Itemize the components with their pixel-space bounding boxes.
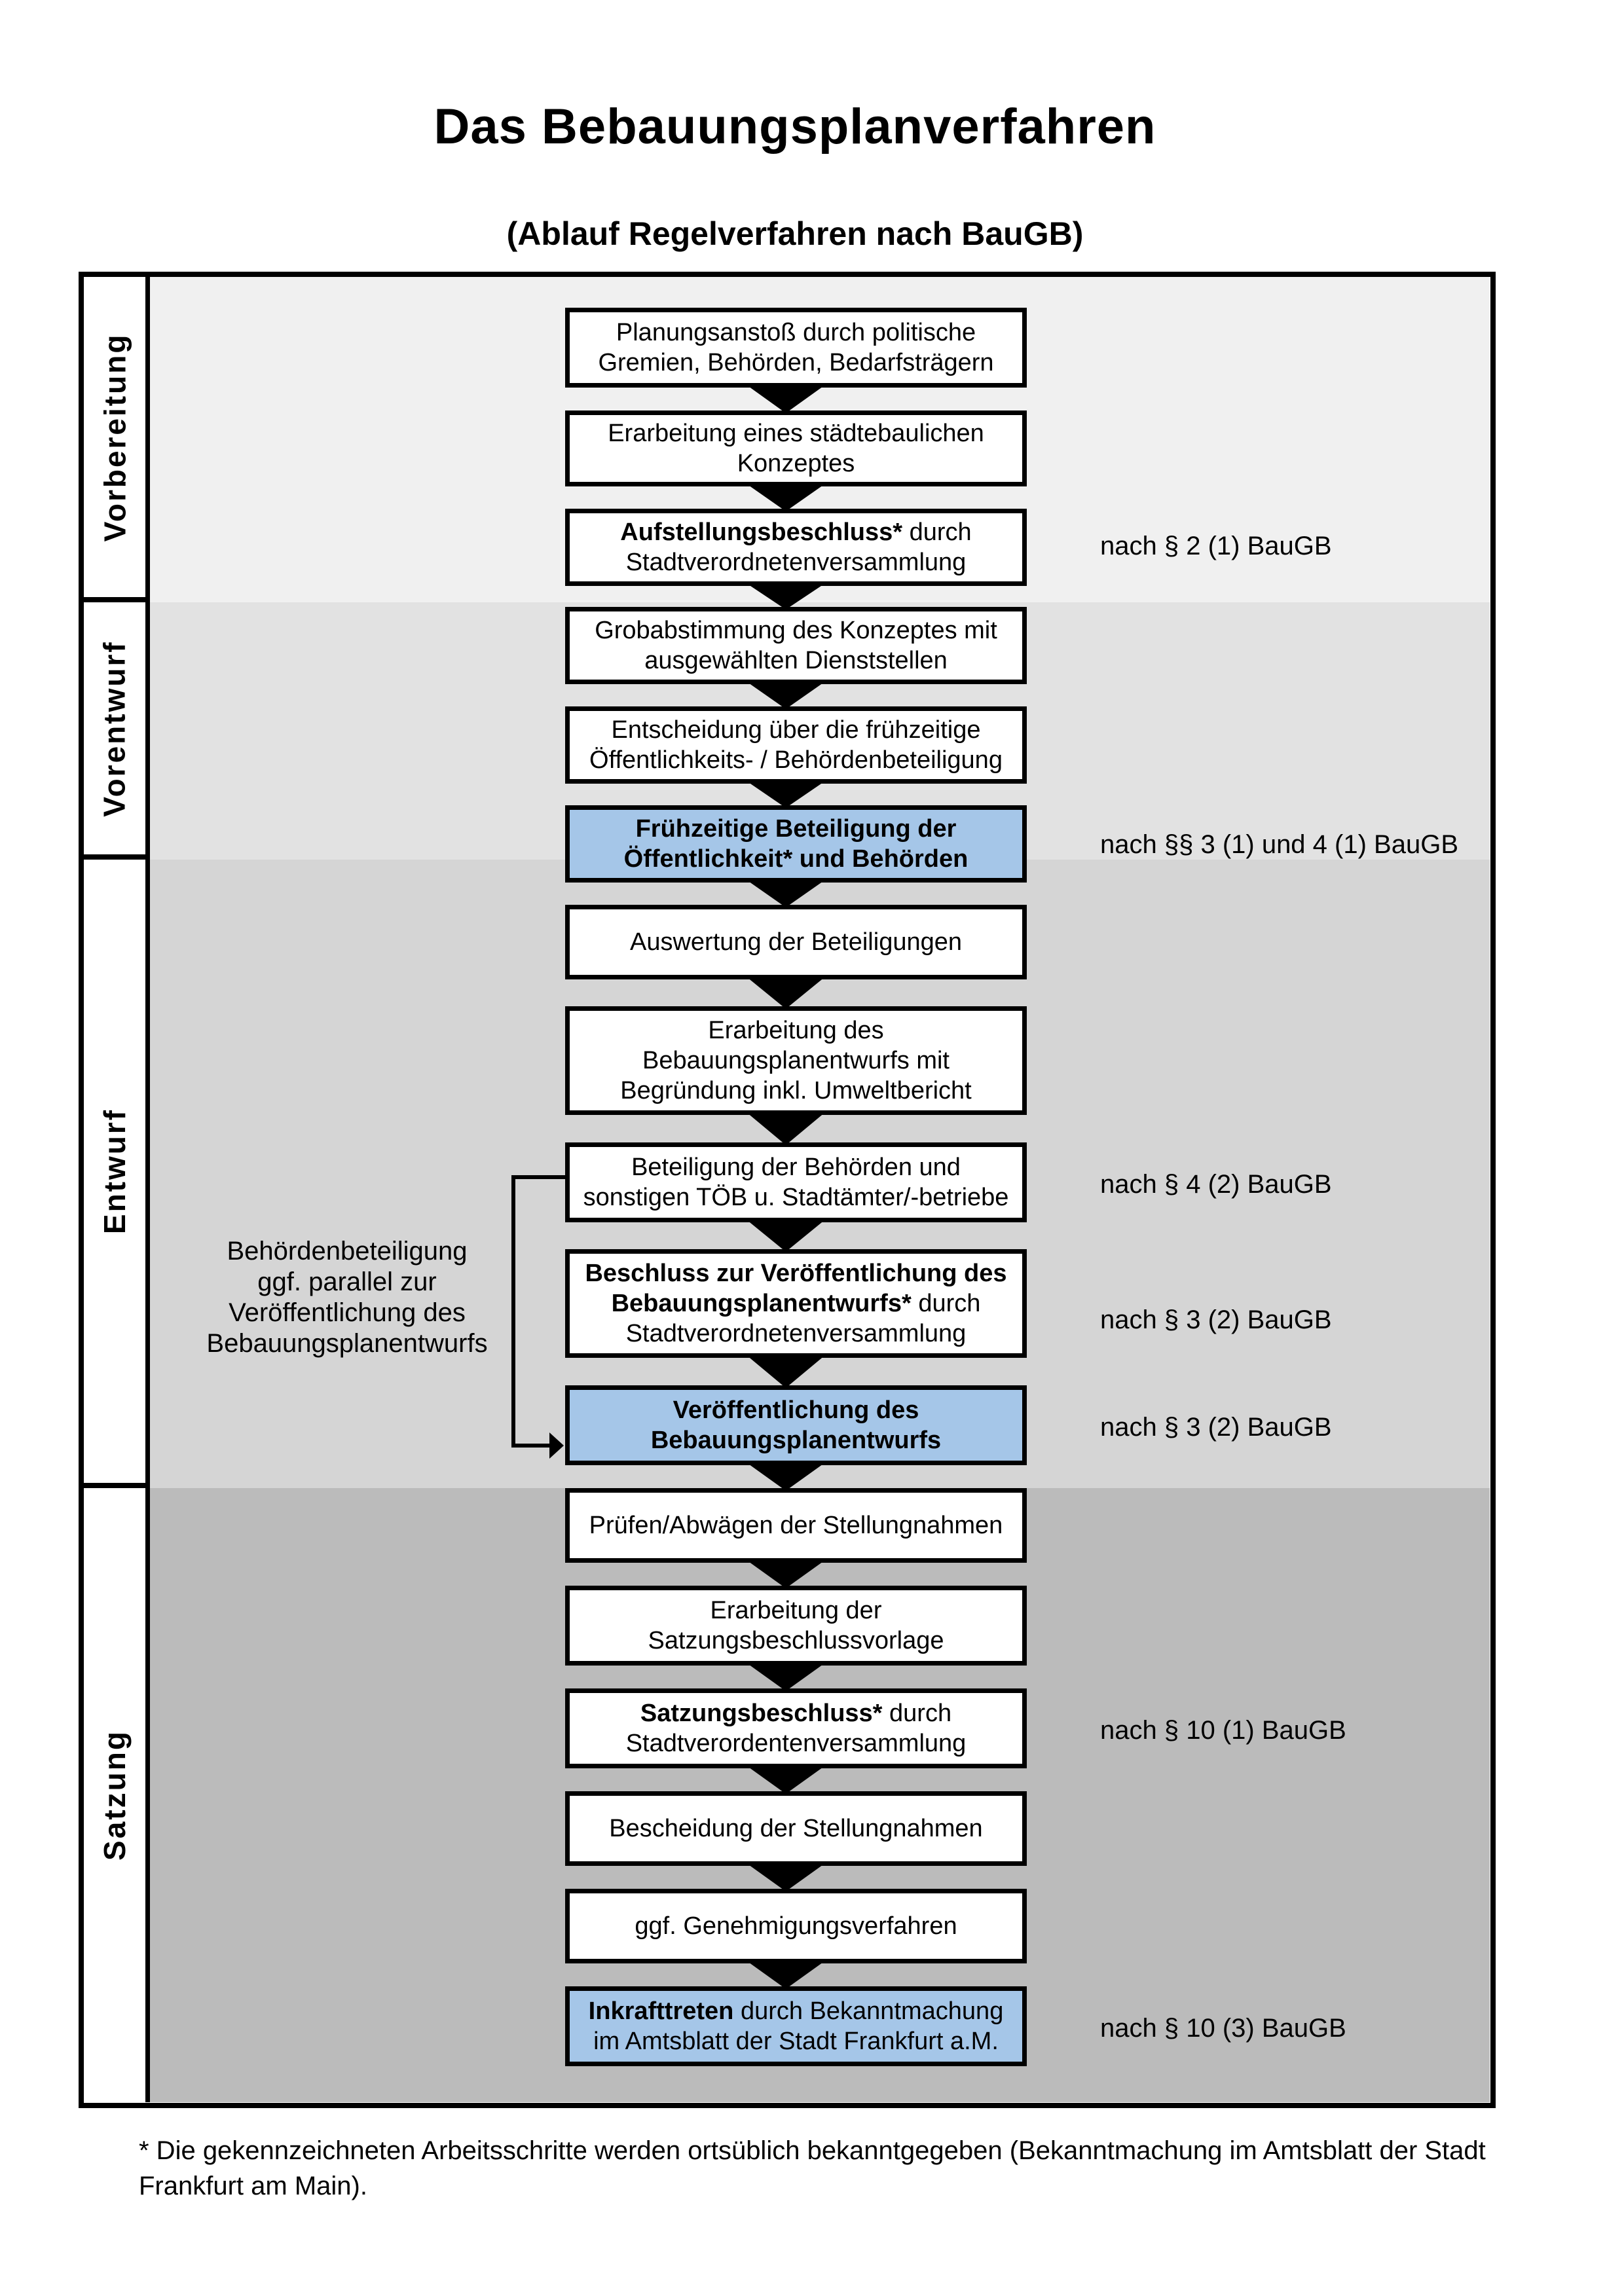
down-arrow-icon [747, 880, 825, 907]
flow-box-line: Aufstellungsbeschluss* durch [620, 519, 972, 546]
flow-box-line: Prüfen/Abwägen der Stellungnahmen [589, 1512, 1003, 1539]
flow-box-line: Entscheidung über die frühzeitige [611, 716, 981, 744]
flow-box-line: Gremien, Behörden, Bedarfsträgern [598, 349, 994, 376]
flow-box-9: Beteiligung der Behörden und sonstigen TÖ… [565, 1142, 1027, 1222]
flow-box-line: Beschluss zur Veröffentlichung des [585, 1260, 1007, 1287]
parallel-note-line: Bebauungsplanentwurfs [206, 1329, 488, 1358]
flow-box-line: sonstigen TÖB u. Stadtämter/-betriebe [583, 1184, 1009, 1211]
parallel-note-line: ggf. parallel zur [257, 1267, 437, 1296]
flow-box-line: Auswertung der Beteiligungen [629, 928, 962, 956]
down-arrow-icon [747, 1663, 825, 1691]
section-label: Vorbereitung [98, 333, 132, 541]
section-label-cell-vorbereitung: Vorbereitung [84, 277, 145, 602]
page-subtitle: (Ablauf Regelverfahren nach BauGB) [506, 215, 1084, 252]
down-arrow-icon [747, 1463, 825, 1491]
flow-box-line: Bebauungsplanentwurfs mit [642, 1047, 950, 1074]
flow-box-line: Veröffentlichung des [673, 1396, 919, 1424]
title-wrap: Das Bebauungsplanverfahren [0, 98, 1590, 155]
section-label-cell-vorentwurf: Vorentwurf [84, 602, 145, 860]
flow-box-line: Erarbeitung der [710, 1597, 882, 1624]
flow-box-line: Bebauungsplanentwurfs* durch [611, 1290, 981, 1317]
down-arrow-icon [747, 1220, 825, 1252]
down-arrow-icon [747, 1560, 825, 1588]
flow-box-line: Frühzeitige Beteiligung der [635, 815, 957, 843]
flow-box-15: Bescheidung der Stellungnahmen [565, 1791, 1027, 1866]
law-annotation-2: nach §§ 3 (1) und 4 (1) BauGB [1100, 830, 1458, 859]
flow-box-line: Stadtverordnetenversammlung [625, 1320, 967, 1347]
down-arrow-icon [747, 977, 825, 1009]
flow-box-line: Bebauungsplanentwurfs [650, 1427, 942, 1454]
flow-box-line: Satzungsbeschlussvorlage [648, 1627, 944, 1654]
section-label: Entwurf [98, 1108, 132, 1235]
flow-box-line: Inkrafttreten durch Bekanntmachung [588, 1997, 1004, 2025]
flow-box-line: Öffentlichkeits- / Behördenbeteiligung [589, 746, 1003, 774]
down-arrow-icon [747, 484, 825, 511]
law-annotation-5: nach § 3 (2) BauGB [1100, 1413, 1332, 1442]
law-annotation-4: nach § 3 (2) BauGB [1100, 1305, 1332, 1334]
flow-box-4: Grobabstimmung des Konzeptes mit ausgewäh… [565, 607, 1027, 684]
section-label: Vorentwurf [98, 640, 132, 817]
law-annotation-7: nach § 10 (3) BauGB [1100, 2014, 1346, 2043]
parallel-note-line: Behördenbeteiligung [227, 1237, 468, 1266]
flow-box-line: Erarbeitung des [708, 1017, 884, 1044]
section-label-cell-satzung: Satzung [84, 1488, 145, 2102]
law-annotation-1: nach § 2 (1) BauGB [1100, 532, 1332, 560]
page-title: Das Bebauungsplanverfahren [434, 99, 1156, 155]
flow-box-16: ggf. Genehmigungsverfahren [565, 1889, 1027, 1963]
down-arrow-icon [747, 583, 825, 610]
down-arrow-icon [747, 1863, 825, 1891]
flow-box-line: Stadtverordentenversammlung [625, 1730, 967, 1757]
down-arrow-icon [747, 1961, 825, 1989]
flow-box-12: Prüfen/Abwägen der Stellungnahmen [565, 1488, 1027, 1563]
down-arrow-icon [747, 1355, 825, 1388]
down-arrow-icon [747, 682, 825, 709]
flow-box-line: Öffentlichkeit* und Behörden [623, 845, 969, 873]
flow-box-17: Inkrafttreten durch Bekanntmachung im Amt… [565, 1986, 1027, 2066]
flow-box-line: ggf. Genehmigungsverfahren [635, 1912, 957, 1940]
flow-box-line: im Amtsblatt der Stadt Frankfurt a.M. [593, 2028, 999, 2055]
connector-vertical-line [511, 1175, 515, 1448]
flow-box-line: Konzeptes [737, 450, 855, 477]
flow-box-line: Planungsanstoß durch politische [616, 319, 976, 346]
footnote: * Die gekennzeichneten Arbeitsschritte w… [139, 2136, 1486, 2200]
flow-box-line: ausgewählten Dienststellen [644, 647, 948, 674]
label-column-divider [145, 277, 150, 2102]
law-annotation-3: nach § 4 (2) BauGB [1100, 1170, 1332, 1199]
law-annotation-6: nach § 10 (1) BauGB [1100, 1716, 1346, 1745]
connector-arrowhead-icon [549, 1432, 564, 1459]
down-arrow-icon [747, 1766, 825, 1794]
flow-box-line: Begründung inkl. Umweltbericht [620, 1077, 972, 1104]
connector-stub-line [511, 1175, 565, 1179]
down-arrow-icon [747, 781, 825, 808]
flow-box-line: Satzungsbeschluss* durch [640, 1700, 952, 1727]
flow-box-line: Erarbeitung eines städtebaulichen [608, 420, 984, 447]
section-label: Satzung [98, 1730, 132, 1861]
connector-arrow-line [511, 1444, 551, 1448]
down-arrow-icon [747, 385, 825, 413]
flow-box-7: Auswertung der Beteiligungen [565, 905, 1027, 979]
down-arrow-icon [747, 1112, 825, 1145]
parallel-note-line: Veröffentlichung des [229, 1298, 466, 1327]
flow-box-line: Grobabstimmung des Konzeptes mit [595, 617, 997, 644]
section-label-cell-entwurf: Entwurf [84, 860, 145, 1488]
flow-box-line: Bescheidung der Stellungnahmen [609, 1815, 983, 1842]
flow-box-line: Stadtverordnetenversammlung [625, 549, 967, 576]
flow-box-line: Beteiligung der Behörden und [631, 1154, 961, 1181]
